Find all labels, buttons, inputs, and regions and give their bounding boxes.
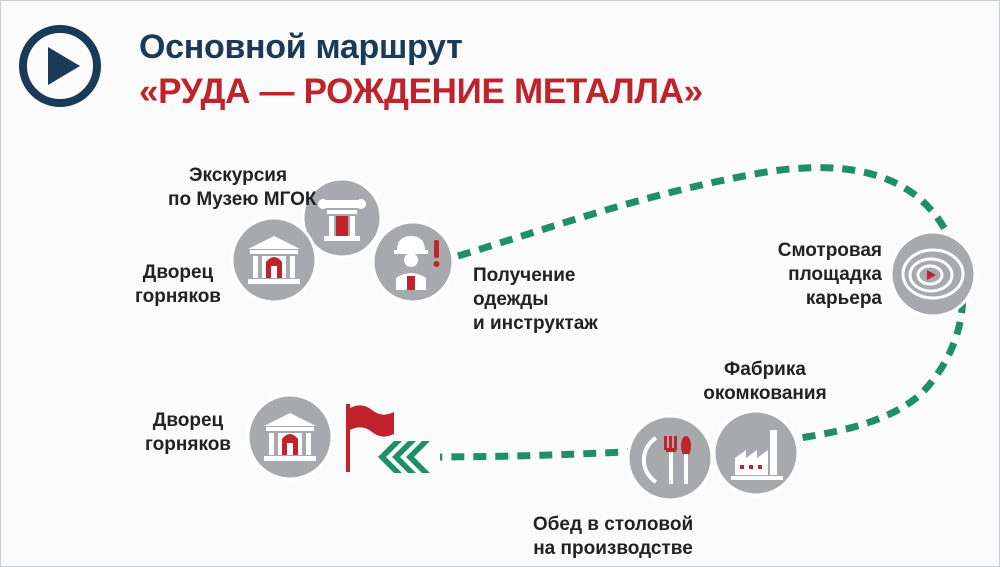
play-button[interactable] [19,25,101,107]
quarry-rings-icon [901,248,965,300]
palace-end-label: Дворец горняков [145,410,231,455]
fork-knife-icon [641,436,691,484]
gear-label: Получение одежды и инструктаж [473,265,598,334]
museum-stop [301,177,383,259]
route-arrow-icon [378,441,430,473]
palace-end-stop [246,393,334,481]
gear-stop [371,220,455,304]
quarry-stop [889,230,977,318]
museum-column-icon [318,199,366,241]
play-icon [48,47,80,85]
palace-building-icon [248,236,300,284]
museum-label: Экскурсия по Музею МГОК [168,165,317,210]
palace-building-icon [264,413,316,461]
factory-label: Фабрика окомкования [703,359,827,404]
finish-flag-icon [346,404,394,472]
route-name: «РУДА — РОЖДЕНИЕ МЕТАЛЛА» [139,72,703,111]
palace-start-stop [230,216,318,304]
palace-start-label: Дворец горняков [135,262,221,307]
factory-stop [712,409,800,497]
lunch-label: Обед в столовой на производстве [532,514,694,559]
lunch-stop [626,414,714,502]
factory-icon [731,430,783,480]
quarry-label: Смотровая площадка карьера [777,240,882,309]
worker-helmet-icon [394,236,440,290]
page-title: Основной маршрут [139,28,463,66]
